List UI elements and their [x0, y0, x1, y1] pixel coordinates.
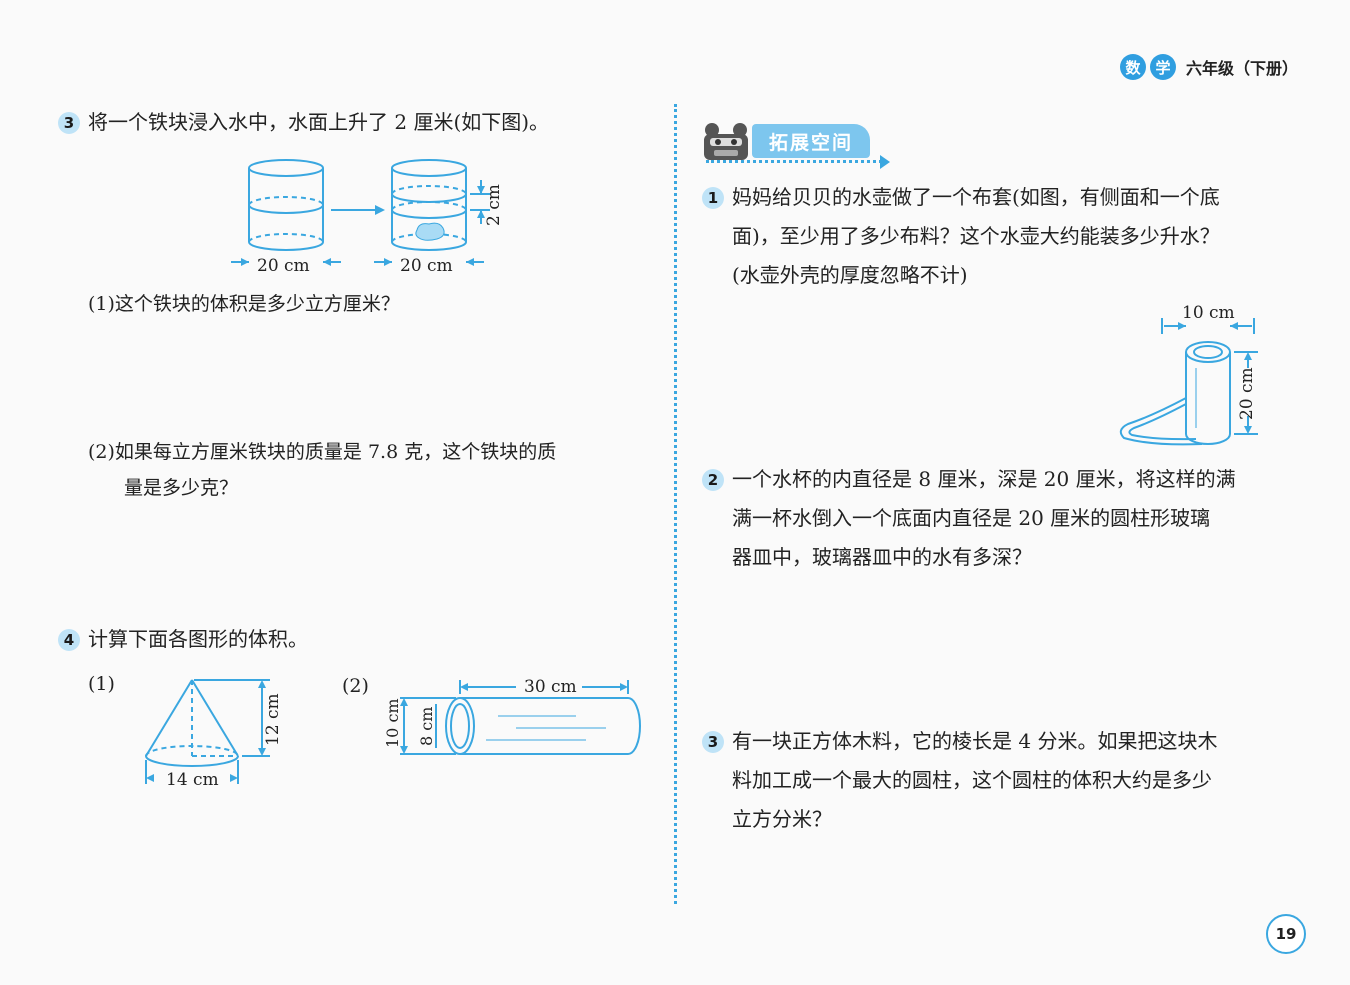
- expansion-q2-line-1: 一个水杯的内直径是 8 厘米，深是 20 厘米，将这样的满: [732, 467, 1236, 491]
- question-number-badge: 4: [58, 629, 80, 651]
- section-title-banner: 拓展空间: [752, 124, 870, 158]
- kettle-cover-figure: 10 cm 20 cm: [1119, 303, 1258, 446]
- column-divider: [674, 104, 677, 904]
- page-header: 数 学 六年级（下册）: [1119, 54, 1298, 80]
- tube-length-label: 30 cm: [524, 677, 577, 697]
- part-1-label: (1): [88, 673, 115, 695]
- cone-height-label: 12 cm: [263, 693, 283, 746]
- rise-label: 2 cm: [484, 184, 504, 226]
- right-diameter-label: 20 cm: [400, 256, 453, 276]
- tube-outer-diameter-label: 10 cm: [383, 698, 402, 748]
- page-number: 19: [1266, 914, 1306, 954]
- expansion-q2-line-3: 器皿中，玻璃器皿中的水有多深？: [732, 545, 1032, 569]
- question-3-sub-2-line-2: 量是多少克？: [124, 477, 239, 499]
- kettle-height-label: 20 cm: [1237, 367, 1257, 420]
- grade-label: 六年级（下册）: [1185, 59, 1298, 78]
- question-number-badge: 1: [702, 187, 724, 209]
- expansion-q3-line-2: 料加工成一个最大的圆柱，这个圆柱的体积大约是多少: [732, 768, 1212, 792]
- question-3-sub-1: (1)这个铁块的体积是多少立方厘米？: [88, 293, 400, 315]
- expansion-q1-line-2: 面)，至少用了多少布料？这个水壶大约能装多少升水？: [732, 224, 1220, 248]
- tube-inner-diameter-label: 8 cm: [417, 707, 436, 746]
- banner-underline: [706, 160, 882, 163]
- question-number-badge: 3: [702, 731, 724, 753]
- question-number-badge: 3: [58, 112, 80, 134]
- left-diameter-label: 20 cm: [257, 256, 310, 276]
- part-2-label: (2): [342, 675, 369, 697]
- question-4-text: 计算下面各图形的体积。: [88, 627, 308, 651]
- water-rise-figure: 20 cm 20 cm 2 cm: [231, 159, 504, 276]
- subject-badge-2: 学: [1149, 54, 1176, 80]
- banner-arrow-icon: [880, 155, 890, 169]
- tube-figure: 30 cm 10 cm 8 cm: [383, 677, 641, 755]
- question-3-sub-2-line-1: (2)如果每立方厘米铁块的质量是 7.8 克，这个铁块的质: [88, 441, 557, 463]
- expansion-q3-line-1: 有一块正方体木料，它的棱长是 4 分米。如果把这块木: [732, 729, 1218, 753]
- expansion-q1-line-3: (水壶外壳的厚度忽略不计): [732, 263, 968, 287]
- mascot-icon: [704, 123, 748, 160]
- question-3-text: 将一个铁块浸入水中，水面上升了 2 厘米(如下图)。: [88, 110, 550, 134]
- expansion-q3-line-3: 立方分米？: [732, 807, 832, 831]
- question-number-badge: 2: [702, 469, 724, 491]
- expansion-q1-line-1: 妈妈给贝贝的水壶做了一个布套(如图，有侧面和一个底: [732, 185, 1220, 209]
- cone-diameter-label: 14 cm: [166, 770, 219, 790]
- subject-badge-1: 数: [1119, 54, 1146, 80]
- expansion-q2-line-2: 满一杯水倒入一个底面内直径是 20 厘米的圆柱形玻璃: [732, 506, 1211, 530]
- cone-figure: 12 cm 14 cm: [145, 679, 283, 790]
- kettle-width-label: 10 cm: [1182, 303, 1235, 323]
